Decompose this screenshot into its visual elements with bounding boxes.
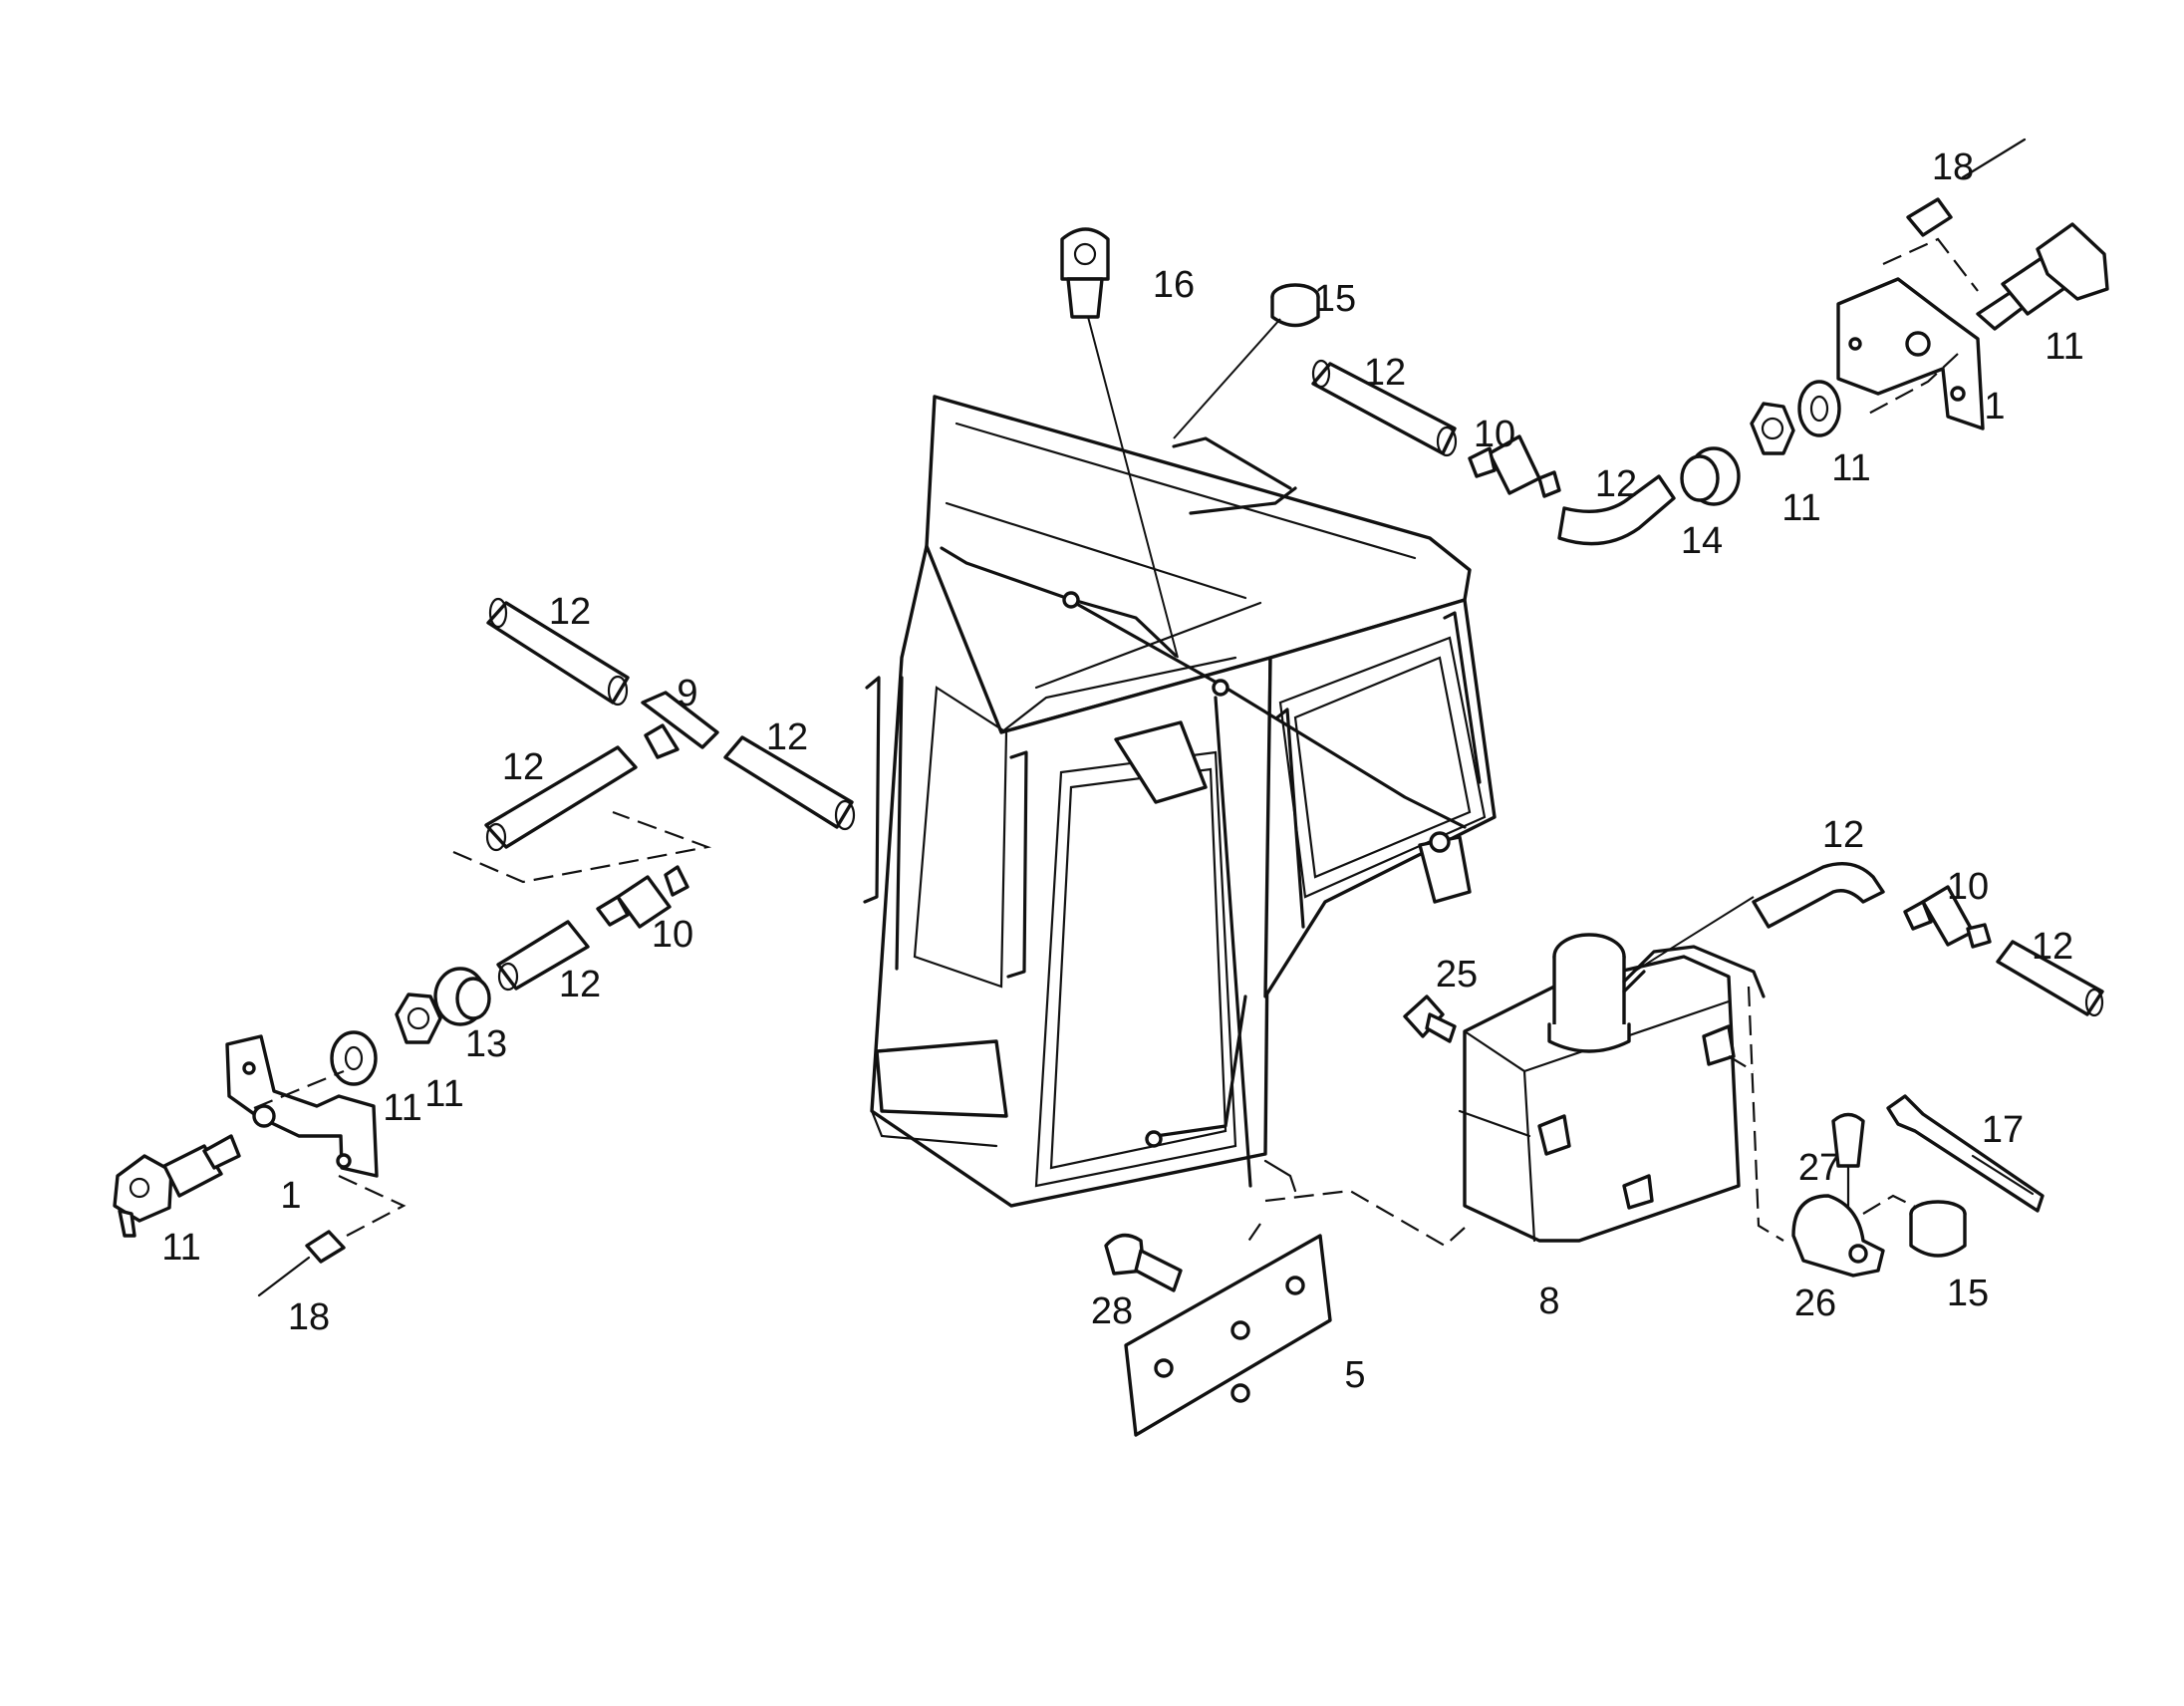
callout-16: 16	[1153, 264, 1195, 306]
elbow-hose-12-right	[1752, 862, 1885, 929]
hose-12-left-right	[723, 735, 854, 829]
callout-15-bottom: 15	[1947, 1273, 1989, 1314]
callout-28: 28	[1091, 1290, 1133, 1332]
callout-12-left-right: 12	[766, 716, 808, 758]
cable-tie-17	[1886, 1094, 2045, 1213]
callout-10-left: 10	[652, 914, 693, 956]
screw-27	[1831, 1112, 1865, 1168]
cab	[863, 395, 1497, 1208]
callout-14: 14	[1681, 520, 1723, 562]
nozzle-11-left	[113, 1154, 173, 1223]
switch-16	[1060, 227, 1110, 281]
callout-11-left-nozzle: 11	[161, 1227, 200, 1269]
hose-12-right	[1996, 940, 2104, 1016]
washer-11-left	[330, 1030, 378, 1086]
callout-17: 17	[1982, 1109, 2024, 1151]
callout-18-left: 18	[288, 1296, 330, 1338]
washer-11-top	[1797, 380, 1841, 437]
callout-5: 5	[1344, 1354, 1365, 1396]
wire-pin-18-left	[257, 1256, 311, 1297]
callout-11-top-right: 11	[2045, 326, 2083, 368]
tank-assembly	[1104, 862, 2104, 1437]
callout-12-top-elbow: 12	[1595, 463, 1637, 505]
callout-9: 9	[677, 673, 697, 714]
callout-25: 25	[1436, 954, 1478, 995]
callout-13: 13	[465, 1023, 507, 1065]
hose-12-left-top	[486, 601, 630, 705]
callout-26: 26	[1794, 1282, 1836, 1324]
callout-10-top: 10	[1474, 414, 1515, 455]
callout-12-left-mid: 12	[502, 746, 544, 788]
callout-15-top: 15	[1314, 278, 1356, 320]
sleeve-18-left	[305, 1230, 346, 1264]
callout-11-left-nut: 11	[424, 1073, 463, 1115]
plate-5	[1124, 1234, 1332, 1437]
sleeve-18-top	[1906, 197, 1953, 237]
callout-11-left-washer: 11	[383, 1087, 421, 1129]
callout-1-left: 1	[280, 1175, 301, 1217]
callout-12-left-low: 12	[559, 964, 601, 1005]
hose-12-left-low	[496, 920, 590, 991]
screw-25	[1403, 995, 1445, 1038]
nut-11-top	[1750, 402, 1795, 455]
callout-18-top: 18	[1932, 146, 1974, 188]
callout-12-left-top: 12	[549, 591, 591, 633]
callout-12-right-elbow: 12	[1822, 814, 1864, 856]
callout-12-right: 12	[2032, 926, 2073, 968]
callout-11-top-washer: 11	[1831, 447, 1870, 489]
callout-27: 27	[1798, 1147, 1840, 1189]
hose-12-left-mid	[484, 745, 638, 849]
wire-pin-18-top	[1961, 138, 2027, 179]
connector-10-left	[616, 875, 672, 929]
callout-8: 8	[1538, 1280, 1559, 1322]
left-nozzle-assembly	[113, 597, 856, 1297]
clamp-26	[1791, 1194, 1885, 1278]
nut-11-left	[395, 993, 442, 1044]
elbow-hose-12-top	[1557, 474, 1676, 546]
callout-12-top: 12	[1364, 352, 1406, 394]
callout-1-right: 1	[1984, 386, 2005, 427]
top-right-nozzle-assembly	[1060, 138, 2109, 659]
callout-11-top-nut: 11	[1781, 487, 1820, 529]
tee-9	[641, 691, 719, 749]
callout-10-right: 10	[1947, 866, 1989, 908]
hose-12-top	[1311, 362, 1457, 455]
